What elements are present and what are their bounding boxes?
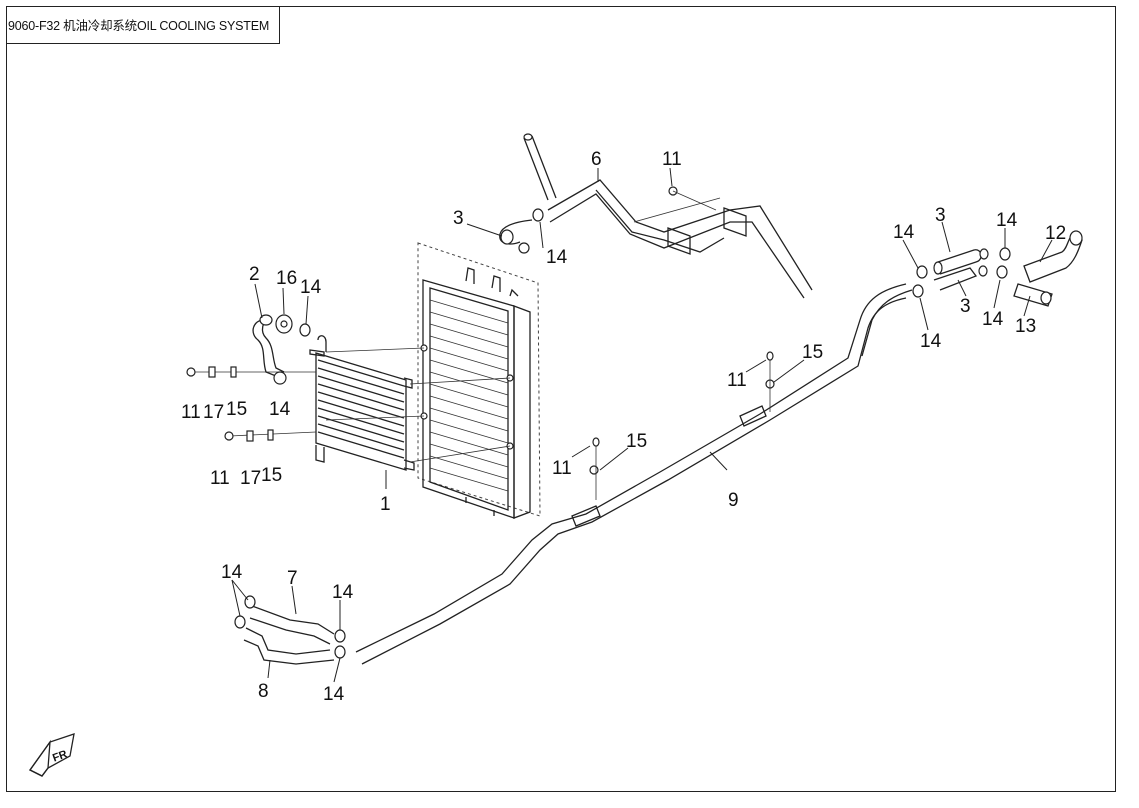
hose-2-assembly [252, 314, 311, 385]
callout-15-pipe-right: 15 [802, 342, 823, 363]
callout-3-top: 3 [453, 208, 464, 229]
upper-pipe-6 [499, 133, 813, 299]
callout-11-pipe-left: 11 [552, 458, 572, 479]
callout-11-top: 11 [662, 149, 682, 170]
callout-14-right-upper: 14 [893, 222, 915, 243]
diagram-title: 9060-F32 机油冷却系统OIL COOLING SYSTEM [6, 6, 281, 44]
callout-labels: 1 2 16 14 11 17 15 14 11 17 15 3 14 6 11… [181, 149, 1066, 705]
callout-7: 7 [287, 568, 298, 589]
callout-14-right-bottom: 14 [920, 331, 942, 352]
callout-3-right-lower: 3 [960, 296, 971, 317]
callout-11-upper: 11 [181, 402, 201, 423]
callout-14-top: 14 [546, 247, 568, 268]
callout-11-lower: 11 [210, 468, 230, 489]
callout-leaders [231, 167, 1053, 683]
callout-9: 9 [728, 490, 739, 511]
lower-hoses [234, 595, 346, 665]
callout-12: 12 [1045, 223, 1066, 244]
callout-2: 2 [249, 264, 260, 285]
callout-17-upper: 17 [203, 402, 224, 423]
callout-1: 1 [380, 494, 391, 515]
callout-6: 6 [591, 149, 602, 170]
callout-14-lower-mid: 14 [332, 582, 354, 603]
cooler-fasteners [186, 366, 274, 442]
callout-13: 13 [1015, 316, 1036, 337]
callout-15-upper: 15 [226, 399, 247, 420]
callout-14-right-lower: 14 [982, 309, 1004, 330]
diagram-frame [6, 6, 1116, 792]
callout-8: 8 [258, 681, 269, 702]
callout-15-pipe-left: 15 [626, 431, 647, 452]
oil-cooler [309, 335, 415, 471]
radiator [417, 242, 541, 519]
callout-14-upper-cooler: 14 [269, 399, 291, 420]
callout-14-right-top: 14 [996, 210, 1018, 231]
svg-text:FR: FR [51, 748, 69, 764]
callout-17-lower: 17 [240, 468, 261, 489]
front-direction-arrow-icon: FR [29, 733, 75, 777]
right-hoses [912, 230, 1083, 307]
callout-14-lower-left: 14 [221, 562, 243, 583]
callout-14-hose2: 14 [300, 277, 322, 298]
long-pipe-9 [355, 283, 913, 665]
callout-14-lower-bottom: 14 [323, 684, 345, 705]
callout-3-right-upper: 3 [935, 205, 946, 226]
callout-11-pipe-right: 11 [727, 370, 747, 391]
callout-15-lower: 15 [261, 465, 282, 486]
callout-16: 16 [276, 268, 297, 289]
